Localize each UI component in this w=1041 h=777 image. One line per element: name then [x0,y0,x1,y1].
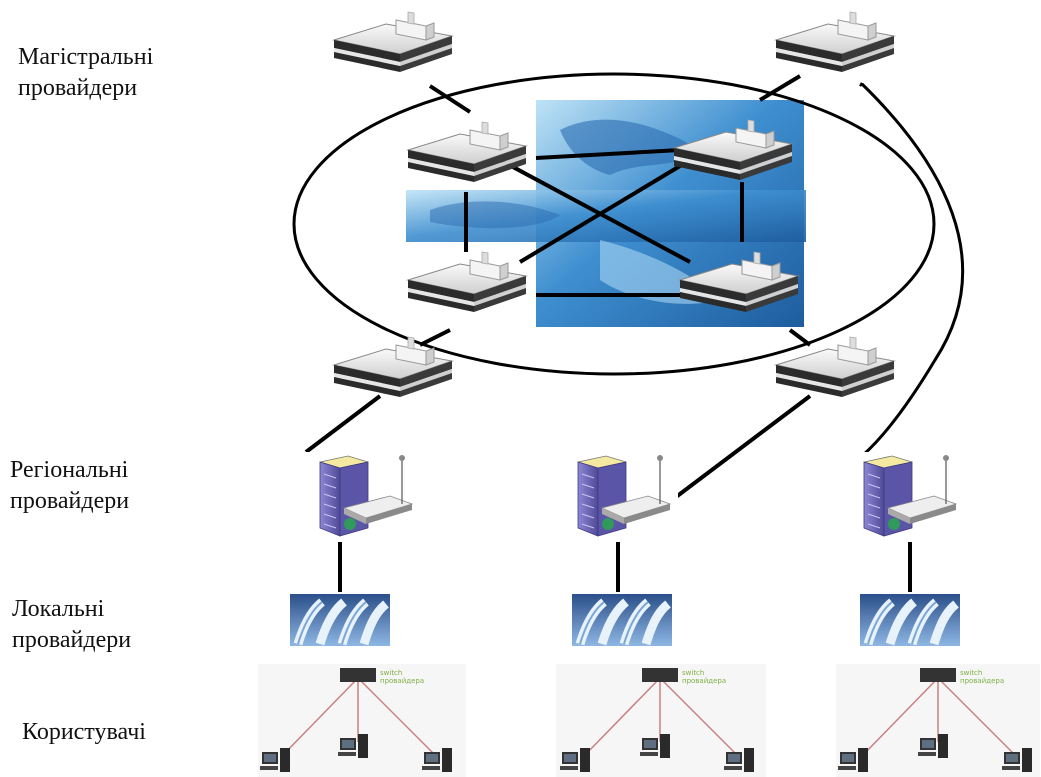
backbone-router-icon [775,336,895,398]
switch-caption: switch провайдера [960,669,1004,685]
regional-providers-label: Регіональні провайдери [10,457,130,514]
switch-caption: switch провайдера [380,669,424,685]
regional-provider-icon [833,451,965,543]
local-providers-label: Локальні провайдери [12,596,132,653]
backbone-router-icon [775,11,895,73]
backbone-router-icon [407,121,527,183]
regional-provider-icon [289,451,421,543]
switch-icon [920,668,956,682]
backbone-ring [292,72,936,376]
local-provider-icon [290,594,390,646]
backbone-router-icon [407,251,527,313]
user-group: switch провайдера [556,664,766,777]
user-group: switch провайдера [836,664,1040,777]
backbone-router-icon [333,11,453,73]
backbone-providers-label: Магістральні провайдери [18,44,154,101]
switch-caption: switch провайдера [682,669,726,685]
user-group: switch провайдера [258,664,466,777]
switch-icon [642,668,678,682]
regional-provider-icon [547,451,679,543]
local-provider-icon [860,594,960,646]
switch-icon [340,668,376,682]
regional-links [304,394,912,592]
backbone-links [419,74,863,347]
backbone-to-regional-link [860,82,965,458]
backbone-router-icon [333,336,453,398]
users-label: Користувачі [22,719,146,745]
local-provider-icon [572,594,672,646]
